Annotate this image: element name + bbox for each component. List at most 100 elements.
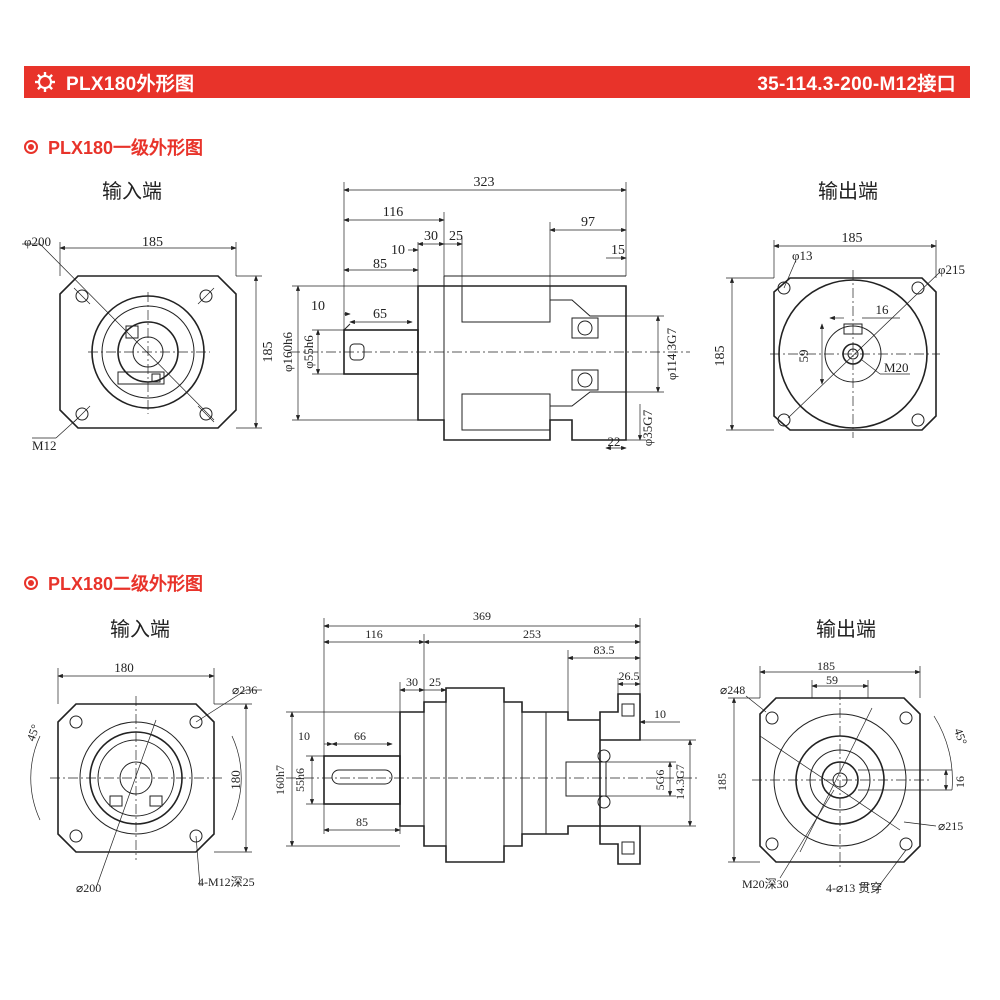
stage1-output-label: 输出端 [818, 180, 878, 203]
gear-icon [35, 72, 55, 92]
dim-15: 15 [611, 243, 625, 258]
flange-outline [57, 703, 215, 853]
clamp-screw [125, 325, 139, 339]
bullet-icon [24, 140, 38, 154]
dim-160h7: 160h7 [273, 765, 287, 795]
stage1-title: PLX180一级外形图 [48, 138, 204, 158]
stage1-output-view: 185 φ13 φ215 16 59 185 M20 [713, 231, 965, 438]
dim-97: 97 [581, 215, 595, 230]
dim-phi215: φ215 [938, 262, 965, 277]
dim-5g6: 5G6 [653, 770, 667, 791]
mount-hole [777, 413, 791, 427]
dim-253: 253 [523, 627, 541, 641]
dim-phi13: φ13 [792, 248, 813, 263]
mount-hole [189, 829, 203, 843]
dim-323: 323 [474, 175, 495, 190]
mount-hole [911, 281, 925, 295]
dim-10-flange: 10 [391, 243, 405, 258]
mount-hole [189, 715, 203, 729]
mount-hole [765, 837, 779, 851]
housing-outline [399, 687, 641, 865]
stage2-header: PLX180二级外形图 [24, 570, 203, 596]
dim-m12-depth: 4-M12深25 [198, 875, 255, 889]
mount-hole [777, 281, 791, 295]
output-flange-outline [773, 277, 937, 431]
output-bolt [571, 317, 599, 339]
stage1-input-view: φ200 185 185 M12 [22, 234, 276, 453]
dim-26-5: 26.5 [619, 669, 640, 683]
adapter-flange [417, 285, 445, 421]
stage1-input-label: 输入端 [102, 180, 162, 203]
mount-hole [899, 711, 913, 725]
dim-m20-depth: M20深30 [742, 877, 789, 891]
dim-phi248: ⌀248 [720, 683, 745, 697]
dim-65: 65 [373, 307, 387, 322]
stage2-output-view: 185 59 ⌀248 45° 16 185 ⌀215 M20深30 4-⌀13… [715, 659, 970, 895]
stage2-output-label: 输出端 [816, 618, 876, 641]
dim-185-out-height: 185 [715, 773, 729, 791]
dim-phi200: φ200 [24, 234, 51, 249]
dim-phi236: ⌀236 [232, 683, 257, 697]
mount-hole [911, 413, 925, 427]
dim-185-out-width: 185 [842, 231, 863, 246]
stage2-title: PLX180二级外形图 [48, 574, 204, 594]
mount-hole [765, 711, 779, 725]
dim-25: 25 [429, 675, 441, 689]
banner-title: PLX180外形图 [66, 73, 195, 95]
dim-116: 116 [383, 205, 403, 220]
dim-59: 59 [826, 673, 838, 687]
clamp-slot [117, 371, 165, 385]
dim-16: 16 [876, 302, 890, 317]
dim-180-width: 180 [114, 660, 134, 675]
dim-14-3g7: 14.3G7 [673, 764, 687, 800]
dim-45-deg: 45° [24, 722, 43, 743]
dim-30: 30 [424, 229, 438, 244]
flange-outline [59, 275, 237, 429]
dim-30: 30 [406, 675, 418, 689]
stage2-input-label: 输入端 [110, 618, 170, 641]
dim-116: 116 [365, 627, 383, 641]
input-shaft [323, 755, 401, 805]
housing-outline [417, 285, 627, 441]
dim-25: 25 [449, 229, 463, 244]
header-banner: PLX180外形图 35-114.3-200-M12接口 [24, 66, 970, 98]
dim-phi55h6: φ55h6 [301, 335, 316, 369]
dim-185-out-height: 185 [713, 346, 728, 367]
dim-59: 59 [796, 350, 811, 363]
stage1-header: PLX180一级外形图 [24, 134, 203, 160]
mount-hole [69, 715, 83, 729]
mount-hole [199, 289, 213, 303]
dim-16-out: 16 [953, 776, 967, 788]
dim-phi200: ⌀200 [76, 881, 101, 895]
dim-66: 66 [354, 729, 366, 743]
dim-22: 22 [608, 434, 621, 449]
banner-left: PLX180外形图 [34, 69, 194, 96]
dim-83-5: 83.5 [594, 643, 615, 657]
output-hub [565, 761, 607, 797]
dim-m12: M12 [32, 438, 57, 453]
shaft-key [331, 769, 393, 785]
dim-4-phi13: 4-⌀13 贯穿 [826, 880, 882, 895]
mount-hole [75, 289, 89, 303]
dim-10-shaft: 10 [311, 299, 325, 314]
mount-hole [75, 407, 89, 421]
gear-ring-top [461, 285, 551, 323]
stage2-side-view: 369 116 253 83.5 26.5 30 25 10 10 66 85 … [273, 609, 700, 865]
dim-180-height: 180 [228, 770, 243, 790]
dim-phi160h6: φ160h6 [280, 332, 295, 373]
dim-10-shaft: 10 [298, 729, 310, 743]
gear-ring-bottom [461, 393, 551, 431]
dim-phi114-3: φ114.3G7 [664, 327, 679, 380]
mount-hole [199, 407, 213, 421]
dim-m20: M20 [884, 360, 909, 375]
banner-interface: 35-114.3-200-M12接口 [757, 73, 956, 95]
output-flange-outline [759, 697, 921, 863]
dim-phi35g7: φ35G7 [640, 409, 655, 446]
output-bolt [571, 369, 599, 391]
dim-185-out-width: 185 [817, 659, 835, 673]
clamp-screw [151, 373, 161, 383]
dim-369: 369 [473, 609, 491, 623]
dim-85: 85 [356, 815, 368, 829]
dim-10-flange: 10 [654, 707, 666, 721]
